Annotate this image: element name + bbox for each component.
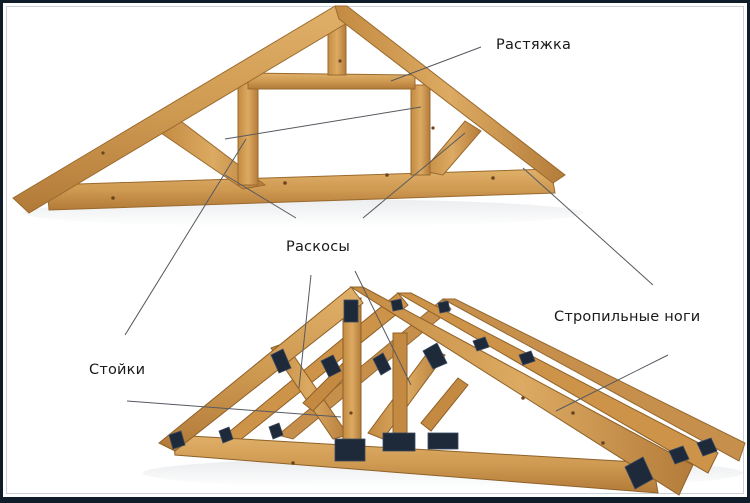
label-rafters: Стропильные ноги bbox=[554, 309, 701, 325]
label-tie: Растяжка bbox=[496, 37, 572, 53]
leader-lines bbox=[124, 46, 669, 418]
truss-illustration bbox=[12, 5, 746, 496]
bottom-trusses bbox=[143, 286, 746, 496]
metal-plates bbox=[168, 298, 718, 490]
label-braces: Раскосы bbox=[286, 239, 351, 255]
label-posts: Стойки bbox=[89, 362, 146, 378]
